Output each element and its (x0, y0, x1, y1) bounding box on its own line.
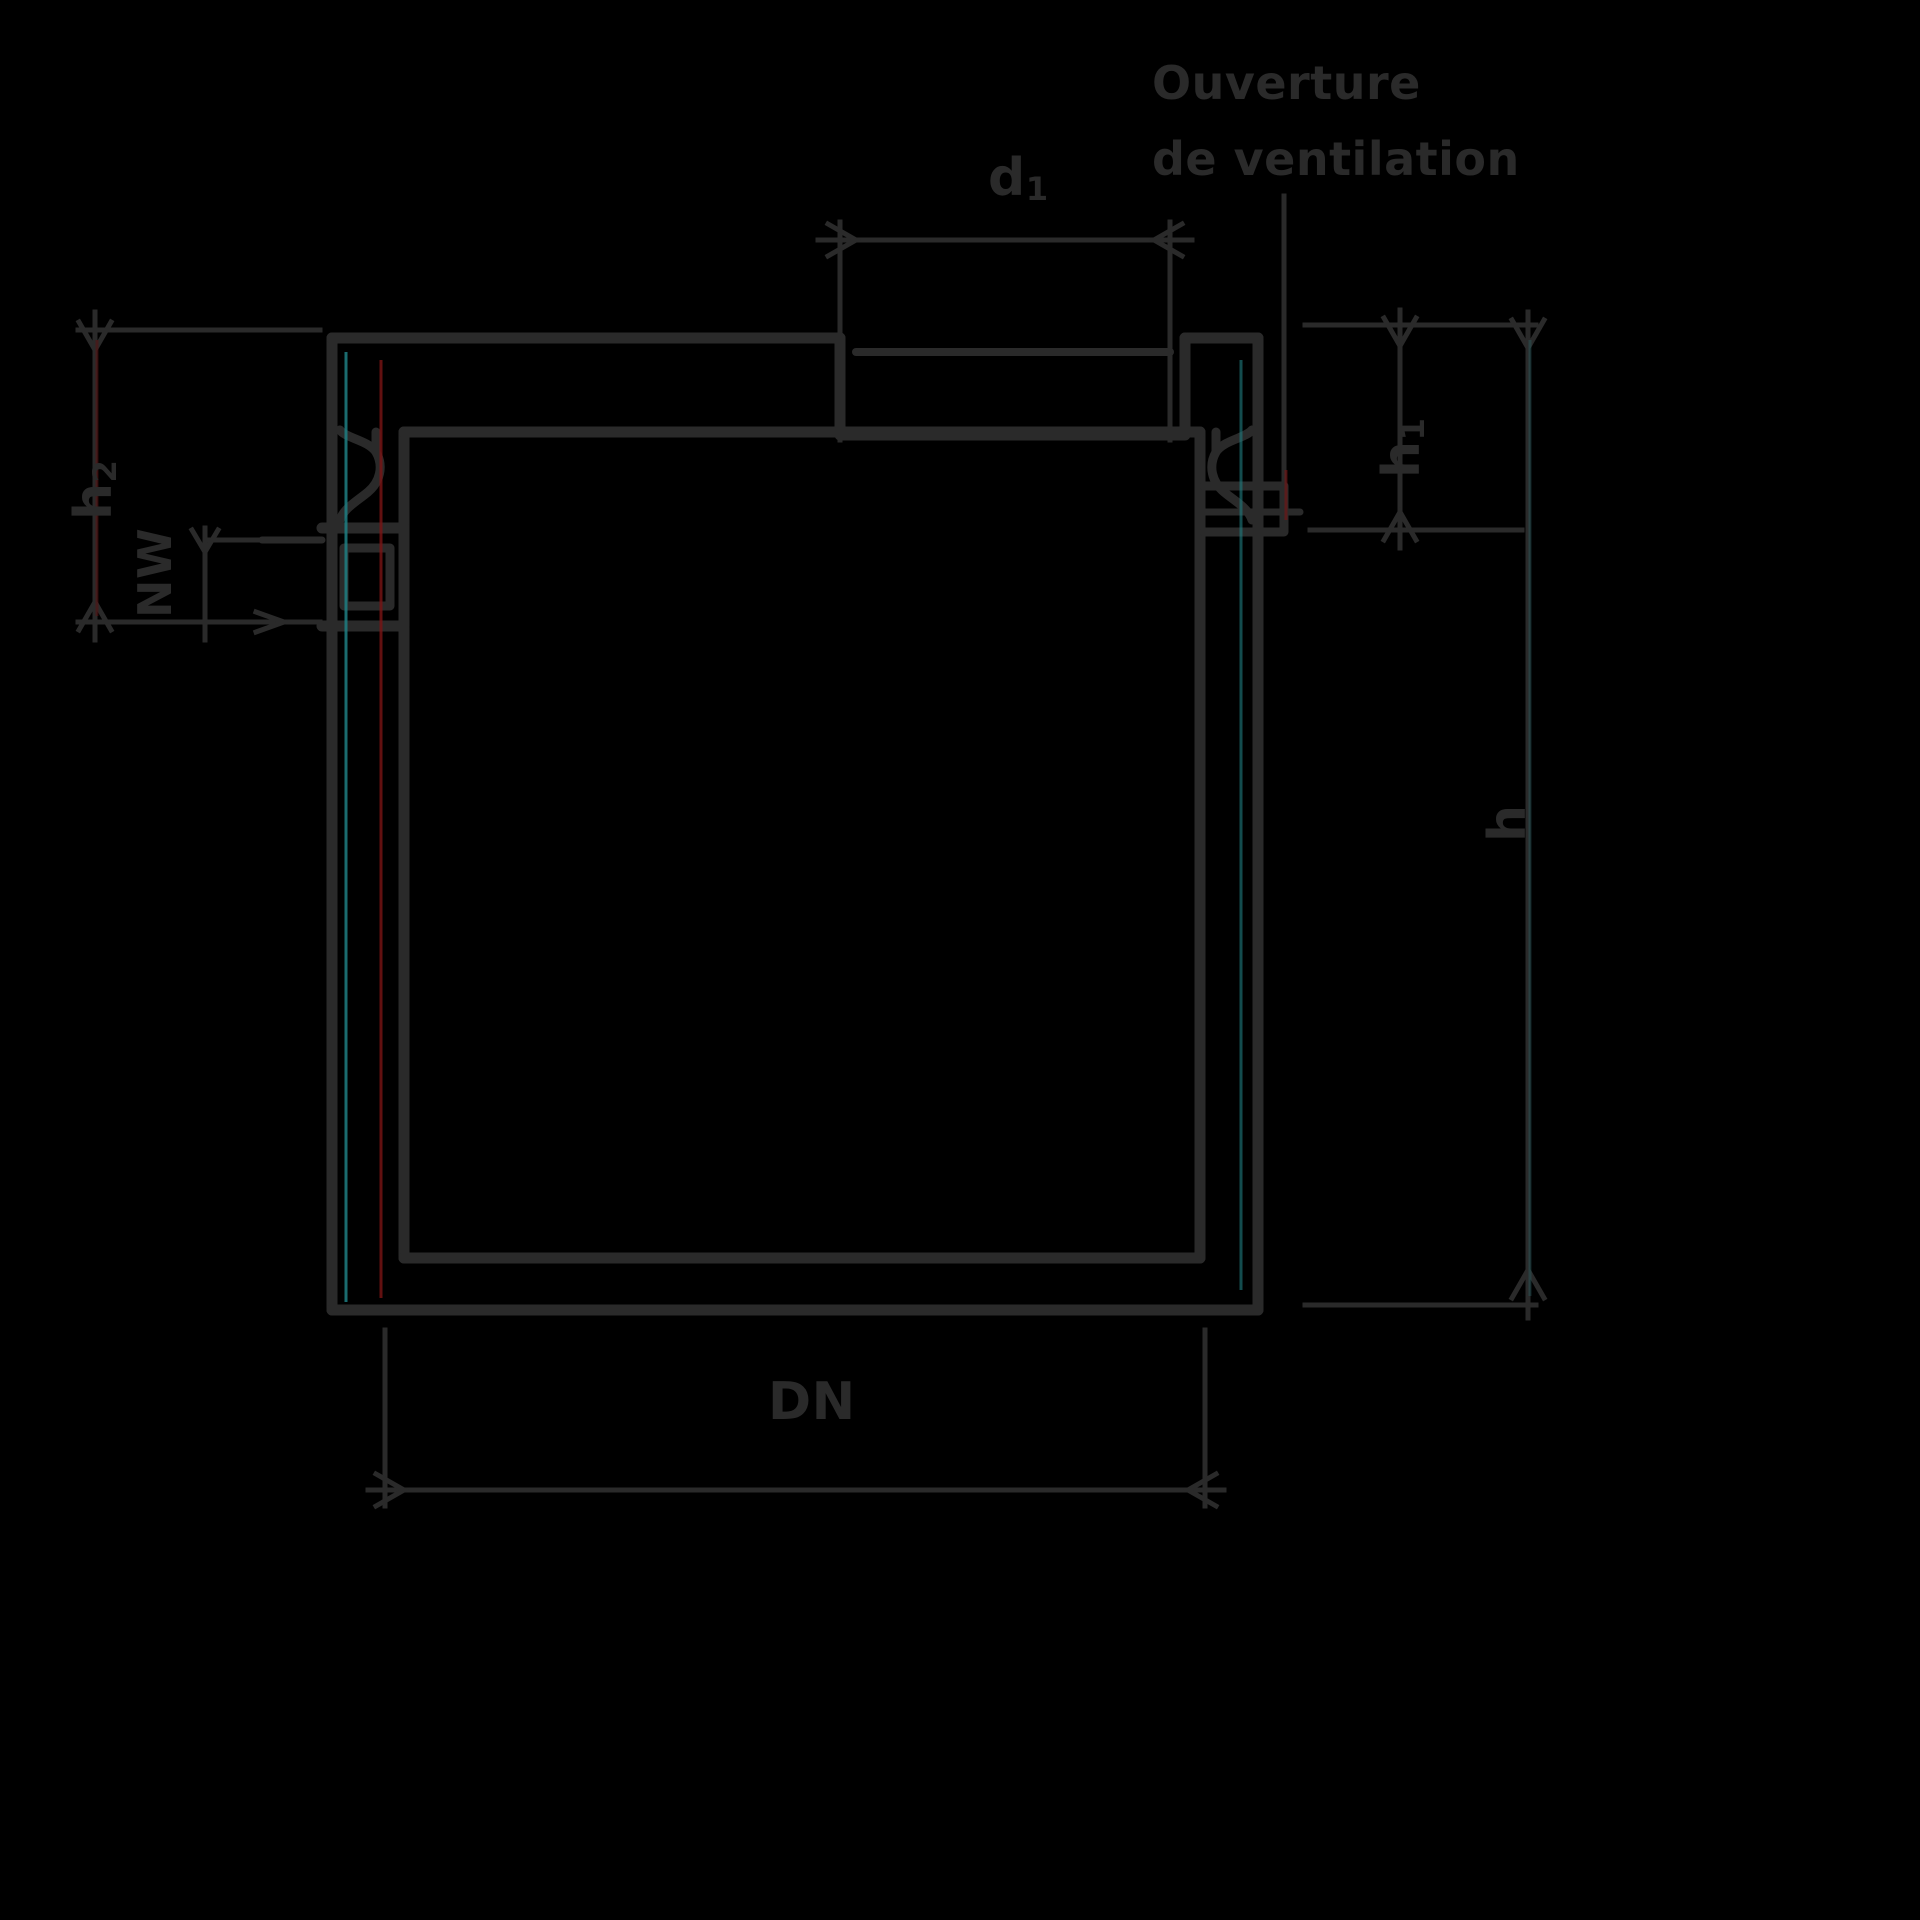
dimension-lines-group (75, 193, 1548, 1510)
label-h2: h2 (64, 460, 124, 520)
dimension-nw (92, 525, 303, 643)
label-h1-subscript: 1 (1393, 417, 1432, 441)
label-h1: h1 (1372, 418, 1432, 478)
label-h: h (1478, 804, 1538, 842)
inlet-socket-inner (339, 543, 395, 611)
body-outline-group (258, 332, 1304, 1316)
label-h2-symbol: h (64, 482, 124, 520)
label-h2-subscript: 2 (85, 459, 124, 483)
inlet-socket-outer (316, 522, 410, 632)
dimension-h (1302, 309, 1548, 1321)
label-ventilation-line2: de ventilation (1152, 132, 1520, 186)
label-d1: d1 (988, 148, 1049, 208)
label-nw: NW (128, 527, 182, 618)
label-ventilation-line1: Ouverture (1152, 56, 1421, 110)
dimension-d1 (815, 219, 1195, 443)
accent-lines-group (95, 340, 1532, 1302)
label-dn: DN (768, 1372, 856, 1432)
label-d1-symbol: d (988, 148, 1026, 208)
label-h1-symbol: h (1372, 440, 1432, 478)
dimension-dn (365, 1327, 1227, 1510)
label-d1-subscript: 1 (1025, 169, 1049, 208)
